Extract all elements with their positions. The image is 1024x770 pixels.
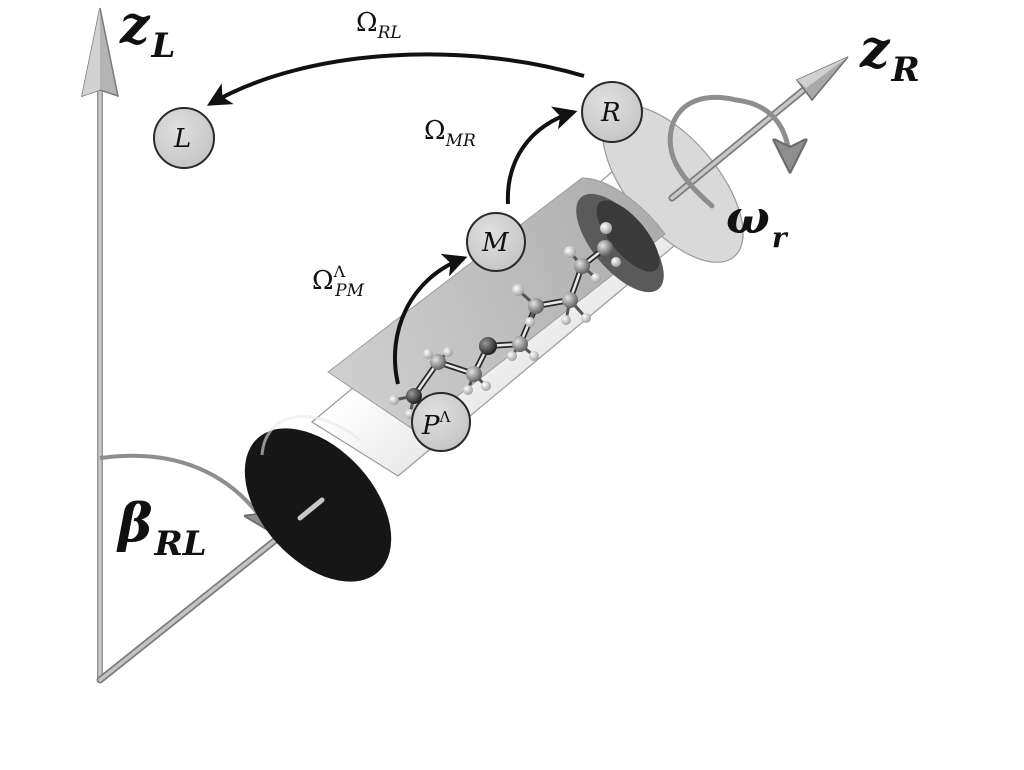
lab-z-axis: [81, 7, 119, 682]
label-omega-r-symbol: ω: [726, 190, 770, 244]
omega-pm-arrow: [393, 253, 468, 385]
frame-node-r: [581, 81, 643, 143]
label-omega-pm: ΩΛPM: [312, 264, 364, 300]
label-omega-r: ωr: [726, 194, 787, 252]
label-omega-mr: ΩMR: [424, 118, 476, 150]
label-z-r: zR: [860, 24, 920, 90]
director-axis-stub: [297, 497, 325, 521]
label-omega-mr-sub: MR: [445, 131, 476, 151]
label-z-r-symbol: z: [860, 19, 890, 80]
label-beta-symbol: β: [118, 493, 153, 554]
frame-node-p: [411, 392, 471, 452]
frame-node-p-sup: Λ: [439, 408, 451, 426]
frame-node-m: [466, 212, 526, 272]
frame-node-r-label: R: [601, 98, 621, 128]
frame-node-l-label: L: [174, 124, 192, 154]
label-beta-rl: βRL: [118, 498, 207, 564]
label-omega-pm-symbol: Ω: [312, 266, 334, 296]
frame-node-p-main: P: [422, 411, 440, 441]
label-omega-mr-symbol: Ω: [424, 116, 446, 146]
label-omega-rl-sub: RL: [377, 23, 402, 43]
director-z-axis: [668, 56, 849, 202]
label-z-r-sub: R: [891, 50, 920, 90]
label-beta-sub: RL: [154, 524, 207, 564]
frame-node-m-label: M: [482, 228, 509, 258]
beta-angle-arrow: [99, 453, 268, 528]
label-omega-rl-symbol: Ω: [356, 8, 378, 38]
label-omega-rl: ΩRL: [356, 10, 402, 42]
label-z-l-sub: L: [151, 26, 176, 66]
frame-node-p-label: PΛ: [422, 408, 451, 441]
omega-mr-arrow: [505, 106, 578, 205]
rotation-arrow: [667, 95, 790, 209]
molecule: [389, 222, 621, 419]
label-z-l: zL: [120, 0, 175, 63]
label-omega-r-sub: r: [771, 221, 787, 254]
omega-rl-arrow: [206, 52, 585, 106]
label-omega-pm-sup: Λ: [333, 262, 346, 281]
frame-node-l: [153, 107, 215, 169]
cylinder-cutaway-window: [327, 177, 666, 431]
label-omega-pm-sub: PM: [335, 281, 364, 301]
label-z-l-symbol: z: [120, 0, 150, 56]
